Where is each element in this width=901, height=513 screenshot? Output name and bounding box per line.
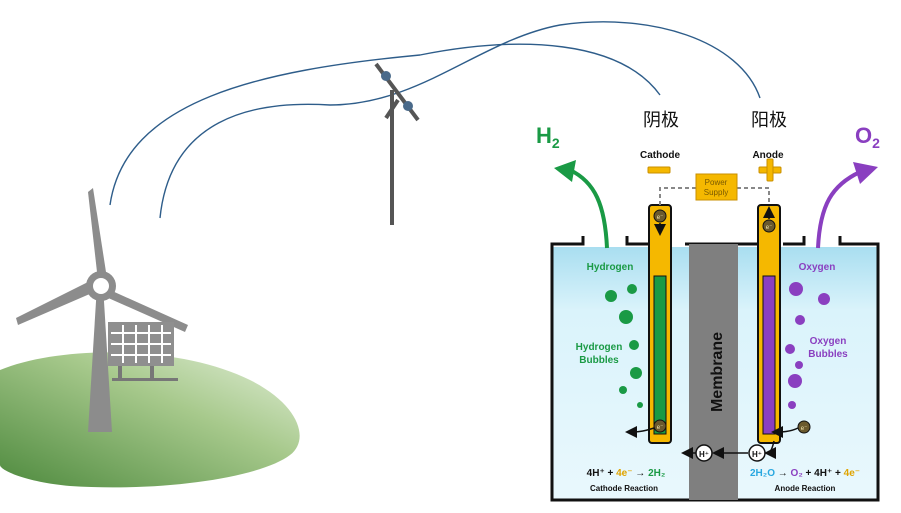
electron-label: e⁻ [657,215,664,221]
o2-label: O2 [855,123,880,151]
anode-reaction-caption: Anode Reaction [775,484,836,493]
oxygen-bubbles-label-1: Oxygen [810,336,847,347]
hydrogen-bubble [637,402,643,408]
power-supply-label-2: Supply [704,188,728,197]
oxygen-bubble [818,293,830,305]
anode-reaction-part: ₂ [763,468,767,479]
oxygen-bubble [795,315,805,325]
plus-sign [758,158,782,182]
electron-anode-bottom: e⁻ [797,420,811,434]
power-supply-label-1: Power [705,178,728,187]
minus-sign [647,166,671,174]
proton-label: H⁺ [699,450,709,459]
cathode-reaction-part: 2H [648,468,661,479]
electron-label: e⁻ [657,425,664,431]
wind-turbine-small [374,62,420,225]
anode-label-cn: 阳极 [751,110,787,131]
hydrogen-bubble [629,340,639,350]
oxygen-bubble [785,344,795,354]
oxygen-out-arrow [816,170,861,249]
oxygen-bubble [788,374,802,388]
anode-reaction-part: O₂ [791,468,803,479]
oxygen-bubbles [785,282,830,409]
hydrogen-bubble [619,386,627,394]
anode-reaction-equation: 2H₂O → O₂ + 4H⁺ + 4e⁻ [750,468,860,479]
cathode-label: Cathode [640,150,680,161]
oxygen-bubble [789,282,803,296]
electron-cathode-top: e⁻ [653,209,667,223]
proton-anode: H⁺ [748,444,766,462]
membrane-label: Membrane [709,332,726,412]
oxygen-label: Oxygen [799,262,836,273]
oxygen-bubble [788,401,796,409]
o2-main: O [855,123,872,148]
cathode-reaction-part: 4e⁻ [616,468,632,479]
anode-reaction-part: 2H [750,468,763,479]
proton-label: H⁺ [752,450,762,459]
power-wire-1 [109,43,661,206]
proton-membrane: H⁺ [695,444,713,462]
cathode-reaction-caption: Cathode Reaction [590,484,658,493]
green-hill [0,352,300,488]
solar-panel [108,322,178,381]
hydrogen-label: Hydrogen [587,262,634,273]
hydrogen-bubbles-label-1: Hydrogen [576,342,623,353]
cathode-reaction-equation: 4H⁺ + 4e⁻ → 2H₂ [587,468,666,479]
anode-reaction-part: 4e⁻ [844,468,860,479]
power-wire-2 [159,21,761,219]
hydrogen-bubble [630,367,642,379]
wind-turbine-large [16,188,188,432]
cathode-label-cn: 阴极 [643,110,679,131]
supply-wire [659,187,770,205]
cathode-electron-arrow [625,425,655,438]
oxygen-bubble [795,361,803,369]
anode-reaction-part: O [767,468,775,479]
electron-label: e⁻ [766,225,773,231]
hydrogen-bubble [605,290,617,302]
hydrogen-bubbles-label-2: Bubbles [579,355,619,366]
cathode-electrode [648,204,672,444]
power-supply-box [695,173,738,201]
anode-electrode [757,204,781,444]
cathode-reaction-part: 4H⁺ + [587,468,616,479]
h2-label: H2 [536,123,560,151]
cathode-reaction-part: → [633,468,649,479]
electron-label: e⁻ [801,426,808,432]
anode-reaction-part: → [775,468,791,479]
anode-electron-arrow [771,425,799,438]
hydrogen-out-arrow [569,168,609,249]
electron-cathode-bottom: e⁻ [653,419,667,433]
electron-anode-top: e⁻ [762,219,776,233]
h2-sub: 2 [552,135,560,151]
anode-reaction-part: + 4H⁺ + [803,468,844,479]
hydrogen-bubbles [605,284,643,408]
oxygen-bubbles-label-2: Bubbles [808,349,848,360]
cathode-reaction-part: ₂ [661,468,665,479]
o2-sub: 2 [872,135,880,151]
hydrogen-bubble [627,284,637,294]
proton-arrow-1 [764,440,777,459]
h2-main: H [536,123,552,148]
anode-label: Anode [752,150,784,161]
hydrogen-bubble [619,310,633,324]
